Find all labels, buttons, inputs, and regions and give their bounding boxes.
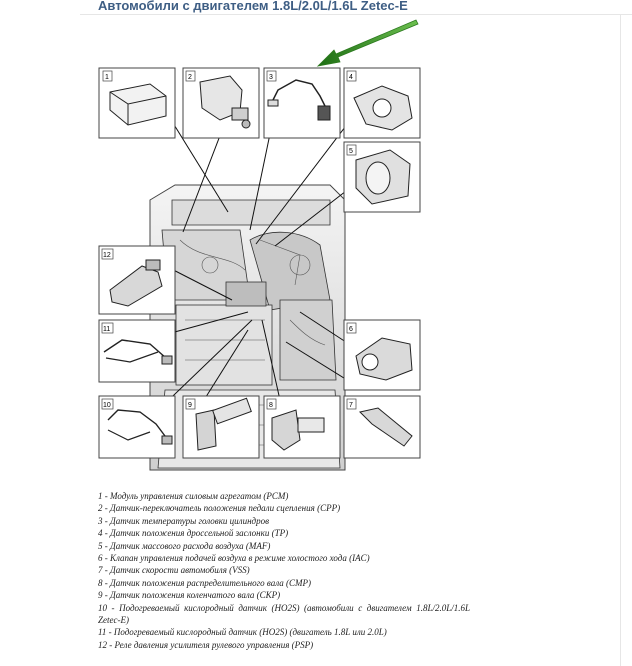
engine-components-diagram: 1 2 3 4 5 6 — [98, 19, 421, 471]
callout-8: 8 — [263, 395, 341, 459]
callout-10: 10 — [98, 395, 176, 459]
callout-1-label: 1 — [105, 74, 109, 81]
highlight-arrow — [316, 19, 419, 67]
legend-item: 5 - Датчик массового расхода воздуха (MA… — [98, 540, 271, 551]
callout-1: 1 — [98, 67, 176, 139]
callout-6: 6 — [343, 319, 421, 391]
callout-11-label: 11 — [103, 326, 110, 333]
right-border — [620, 14, 621, 666]
legend-item: 10 - Подогреваемый кислородный датчик (H… — [98, 602, 470, 626]
legend-item: 4 - Датчик положения дроссельной заслонк… — [98, 528, 289, 539]
callout-2-label: 2 — [188, 74, 192, 81]
legend-item: 12 - Реле давления усилителя рулевого уп… — [98, 639, 314, 650]
legend-item: 11 - Подогреваемый кислородный датчик (H… — [98, 627, 387, 638]
callout-7-label: 7 — [349, 402, 353, 409]
callout-5-label: 5 — [349, 148, 353, 155]
callout-2: 2 — [182, 67, 260, 139]
header-divider — [80, 14, 632, 15]
callout-4: 4 — [343, 67, 421, 139]
callout-3-label: 3 — [269, 74, 273, 81]
callout-6-label: 6 — [349, 326, 353, 333]
legend-item: 1 - Модуль управления силовым агрегатом … — [98, 491, 289, 501]
page-title: Автомобили с двигателем 1.8L/2.0L/1.6L Z… — [98, 0, 408, 13]
callout-9: 9 — [182, 395, 260, 459]
legend-item: 6 - Клапан управления подачей воздуха в … — [98, 553, 370, 564]
callout-4-label: 4 — [349, 74, 353, 81]
legend-item: 3 - Датчик температуры головки цилиндров — [98, 515, 270, 526]
callout-8-label: 8 — [269, 402, 273, 409]
legend: 1 - Модуль управления силовым агрегатом … — [98, 490, 470, 651]
legend-item: 2 - Датчик-переключатель положения педал… — [98, 503, 341, 514]
callout-9-label: 9 — [188, 402, 192, 409]
legend-item: 9 - Датчик положения коленчатого вала (C… — [98, 590, 281, 601]
callout-11: 11 — [98, 319, 176, 383]
callout-3: 3 — [263, 67, 341, 139]
callout-5: 5 — [343, 141, 421, 213]
legend-item: 8 - Датчик положения распределительного … — [98, 577, 311, 588]
callout-12: 12 — [98, 245, 176, 315]
legend-item: 7 - Датчик скорости автомобиля (VSS) — [98, 565, 250, 576]
callout-12-label: 12 — [103, 252, 111, 259]
callout-10-label: 10 — [103, 402, 111, 409]
callout-7: 7 — [343, 395, 421, 459]
